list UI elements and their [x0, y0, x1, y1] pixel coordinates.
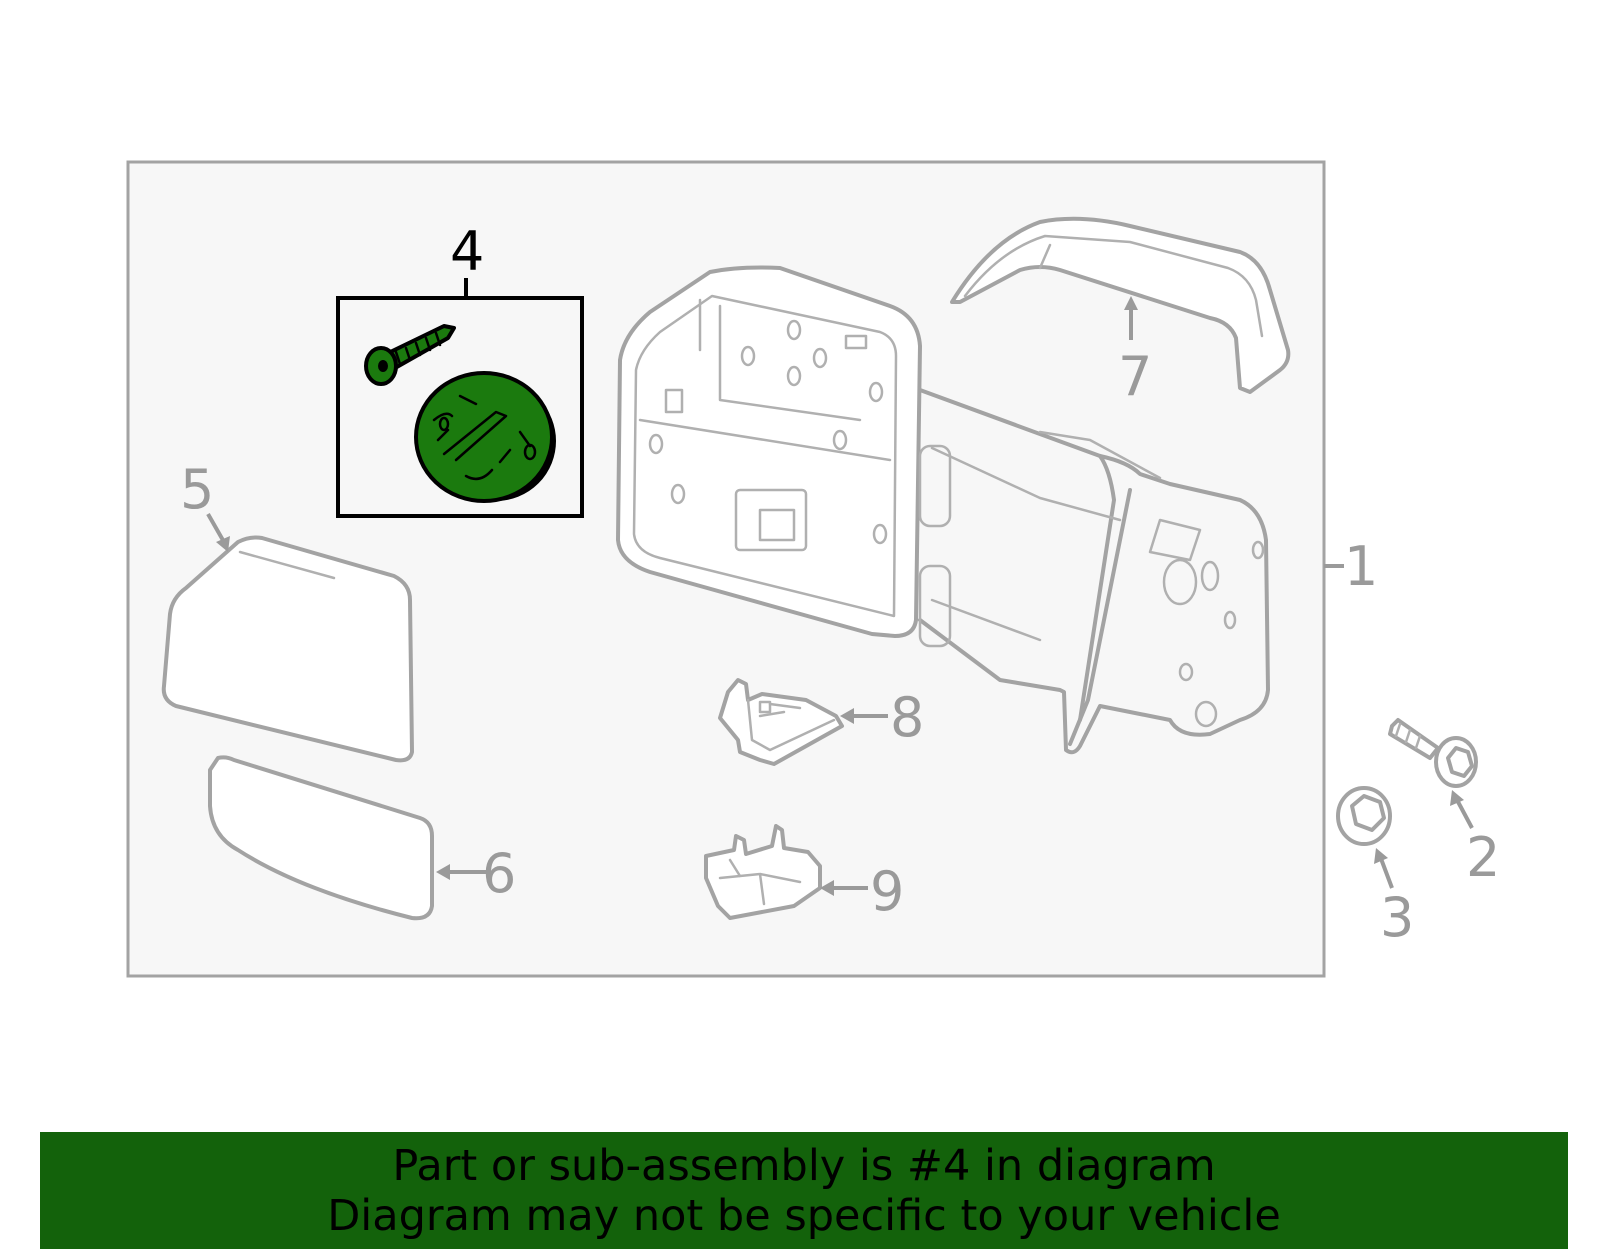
callout-6: 6 [482, 842, 516, 905]
part-4-box [336, 296, 584, 518]
callout-7: 7 [1118, 345, 1152, 408]
callout-5: 5 [180, 458, 214, 521]
info-banner: Part or sub-assembly is #4 in diagram Di… [40, 1132, 1568, 1249]
part-2-bolt[interactable] [1388, 718, 1478, 788]
callout-9: 9 [870, 860, 904, 923]
part-7-mirror-cap[interactable] [950, 216, 1291, 394]
part-4-screw[interactable] [364, 324, 456, 386]
callout-8: 8 [890, 686, 924, 749]
part-1-mirror-assembly[interactable] [616, 265, 1270, 755]
callout-1: 1 [1344, 535, 1378, 598]
part-9-housing[interactable] [704, 824, 822, 920]
callout-3: 3 [1380, 886, 1414, 949]
callout-4: 4 [450, 220, 484, 283]
part-6-glass-plate[interactable] [208, 755, 434, 921]
leader-lines [206, 296, 1474, 896]
banner-line-1: Part or sub-assembly is #4 in diagram [392, 1140, 1216, 1191]
part-5-mirror-glass[interactable] [161, 535, 414, 763]
part-4-actuator[interactable] [414, 371, 556, 503]
part-3-nut[interactable] [1336, 786, 1392, 846]
banner-line-2: Diagram may not be specific to your vehi… [327, 1190, 1281, 1241]
part-8-bracket[interactable] [718, 678, 844, 766]
callout-2: 2 [1466, 826, 1500, 889]
